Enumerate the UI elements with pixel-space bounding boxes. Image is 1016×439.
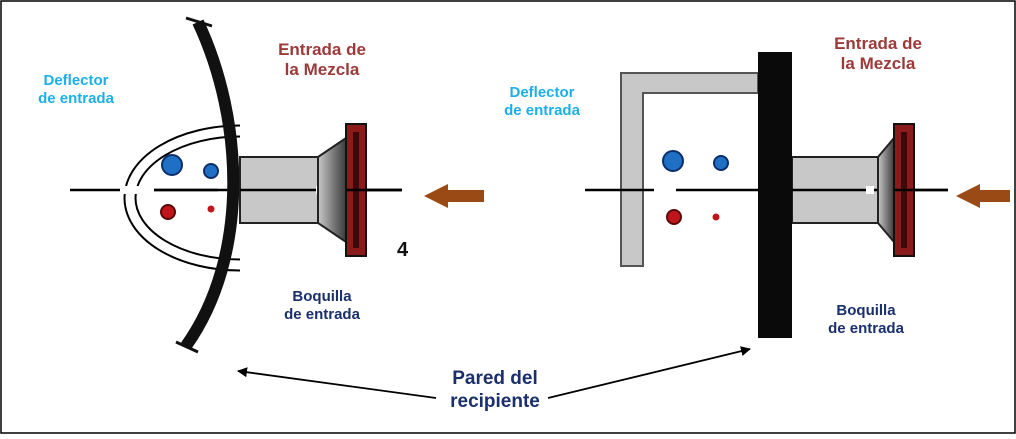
large-liquid-droplet xyxy=(666,209,682,225)
right-diagram xyxy=(585,52,1010,338)
right-deflector xyxy=(620,72,759,267)
figure-number: 4 xyxy=(397,239,409,261)
left-deflector-label: Deflector de entrada xyxy=(38,72,114,107)
small-gas-bubble xyxy=(203,163,219,179)
large-gas-bubble xyxy=(161,154,183,176)
right-nozzle-label: Boquilla de entrada xyxy=(828,302,904,337)
small-gas-bubble xyxy=(713,155,729,171)
left-nozzle-label: Boquilla de entrada xyxy=(284,288,360,323)
small-liquid-droplet xyxy=(207,205,215,213)
small-liquid-droplet xyxy=(712,213,720,221)
left-inlet-label: Entrada de la Mezcla xyxy=(278,40,366,80)
right-inlet-label: Entrada de la Mezcla xyxy=(834,34,922,74)
large-liquid-droplet xyxy=(160,204,176,220)
vessel-wall-label: Pared del recipiente xyxy=(450,368,540,412)
right-nozzle-cone xyxy=(877,135,895,245)
right-flow-arrow-shaft xyxy=(978,190,1010,202)
right-vessel-wall xyxy=(758,52,792,338)
left-nozzle-cone xyxy=(317,136,347,244)
right-flow-arrow-icon xyxy=(956,184,980,208)
left-flow-arrow-shaft xyxy=(446,190,484,202)
left-diagram xyxy=(70,16,484,354)
left-vessel-wall xyxy=(181,19,240,350)
pointer-arrow-left xyxy=(237,367,437,399)
right-deflector-label: Deflector de entrada xyxy=(504,84,580,119)
pointer-arrow-right xyxy=(547,346,751,399)
left-flow-arrow-icon xyxy=(424,184,448,208)
large-gas-bubble xyxy=(662,150,684,172)
